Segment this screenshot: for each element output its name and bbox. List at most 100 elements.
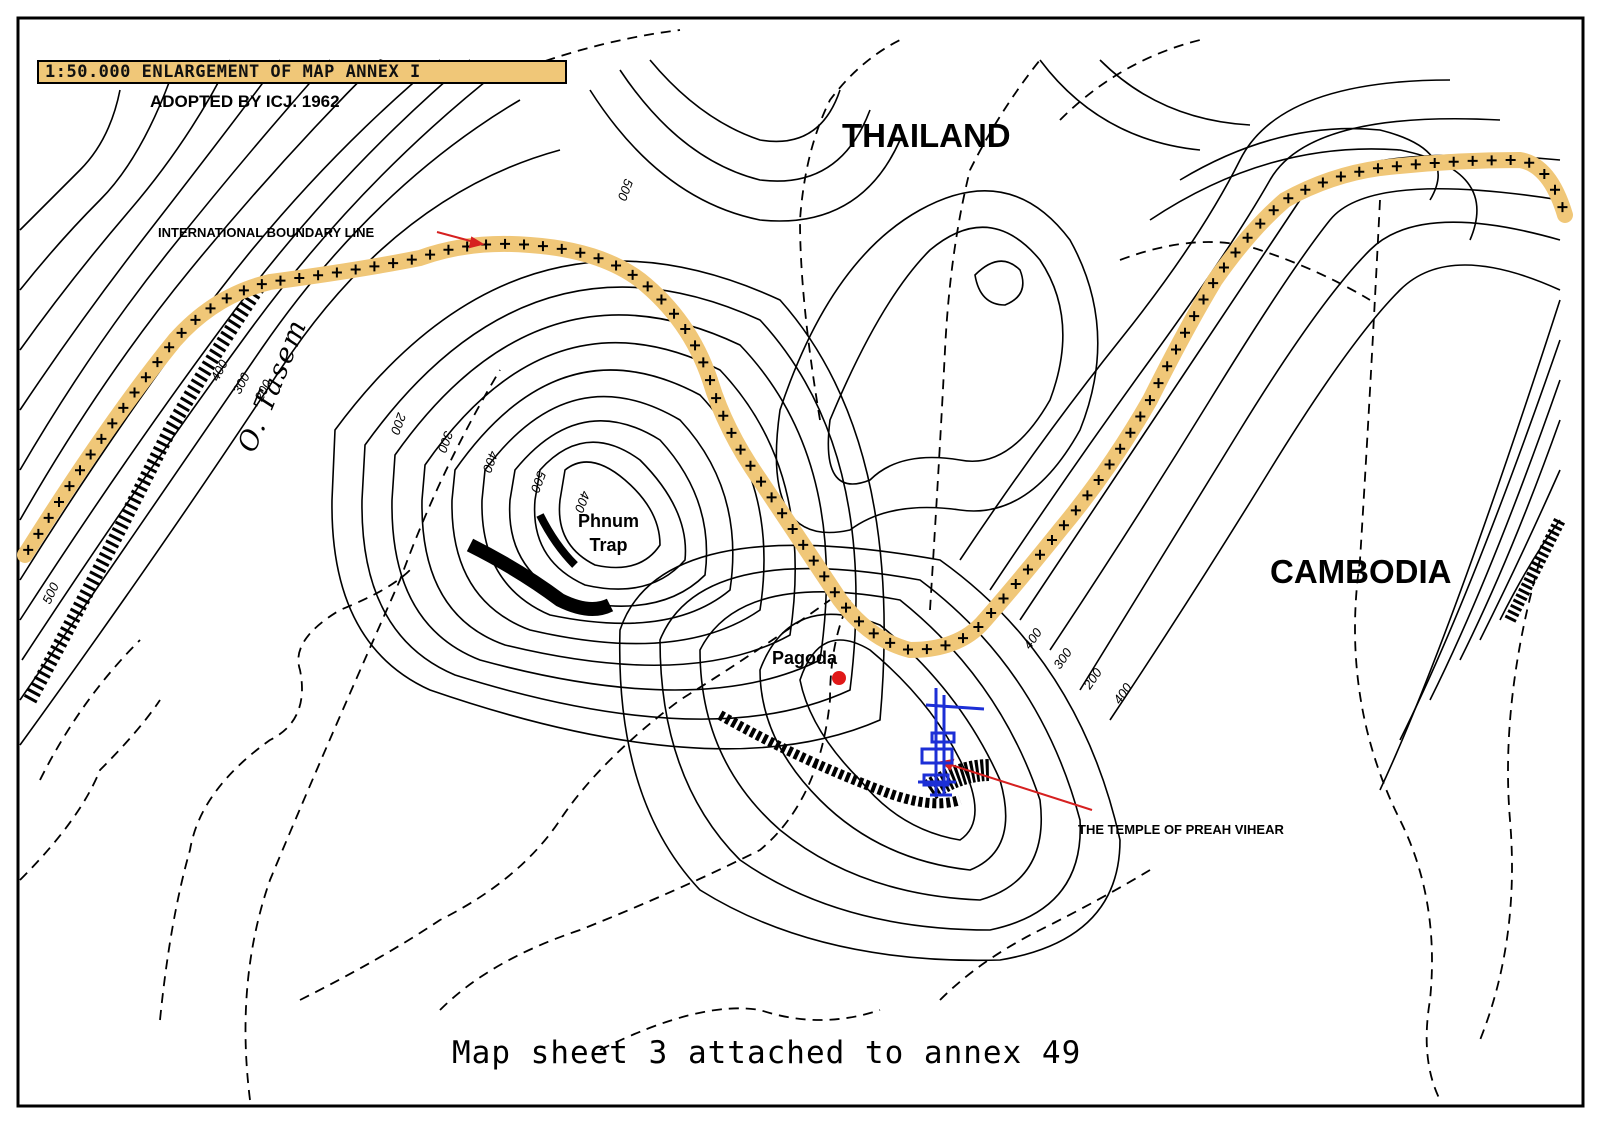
boundary-cross — [350, 264, 361, 275]
boundary-cross — [726, 427, 737, 438]
adopted-label: ADOPTED BY ICJ. 1962 — [150, 92, 340, 111]
boundary-cross — [107, 418, 118, 429]
boundary-cross — [406, 254, 417, 265]
boundary-cross — [190, 314, 201, 325]
contour-lines — [19, 59, 1561, 962]
boundary-cross — [958, 633, 969, 644]
temple-arrow — [947, 763, 1093, 811]
boundary-cross — [33, 528, 44, 539]
boundary-cross — [43, 512, 54, 523]
boundary-cross — [1198, 294, 1209, 305]
boundary-cross — [556, 243, 567, 254]
boundary-cross — [1022, 564, 1033, 575]
boundary-cross — [54, 496, 65, 507]
boundary-cross — [854, 616, 865, 627]
boundary-cross — [1255, 218, 1266, 229]
boundary-cross — [1335, 171, 1346, 182]
boundary-cross — [1046, 535, 1057, 546]
boundary-cross — [575, 247, 586, 258]
boundary-cross — [256, 279, 267, 290]
boundary-cross — [680, 324, 691, 335]
boundary-cross — [1524, 157, 1535, 168]
pagoda-marker — [832, 671, 846, 685]
boundary-cross — [656, 294, 667, 305]
boundary-cross — [176, 327, 187, 338]
boundary-cross — [118, 402, 129, 413]
boundary-arrow-head — [468, 236, 485, 249]
boundary-cross — [1135, 411, 1146, 422]
boundary-cross — [1125, 427, 1136, 438]
boundary-cross — [986, 607, 997, 618]
boundary-cross — [1300, 184, 1311, 195]
boundary-cross — [1189, 311, 1200, 322]
boundary-cross — [23, 544, 34, 555]
boundary-cross — [294, 272, 305, 283]
boundary-cross — [885, 637, 896, 648]
boundary-cross — [425, 249, 436, 260]
boundary-cross — [388, 258, 399, 269]
map-title-banner: 1:50.000 ENLARGEMENT OF MAP ANNEX I — [37, 60, 567, 84]
country-label-cambodia: CAMBODIA — [1270, 553, 1452, 590]
contour-label: 400 — [479, 449, 501, 475]
boundary-cross — [1218, 262, 1229, 273]
contour-label: 200 — [387, 410, 409, 437]
boundary-cross — [238, 285, 249, 296]
country-label-thailand: THAILAND — [842, 117, 1011, 154]
boundary-cross — [711, 393, 722, 404]
boundary-cross — [798, 539, 809, 550]
boundary-cross — [537, 241, 548, 252]
boundary-cross — [1010, 579, 1021, 590]
boundary-cross — [690, 340, 701, 351]
boundary-cross — [519, 239, 530, 250]
boundary-cross — [627, 269, 638, 280]
boundary-cross — [1104, 459, 1115, 470]
boundary-cross-marks — [23, 155, 1568, 655]
boundary-cross — [1505, 155, 1516, 166]
boundary-cross — [221, 293, 232, 304]
boundary-cross — [1115, 443, 1126, 454]
boundary-cross — [766, 492, 777, 503]
boundary-cross — [593, 253, 604, 264]
boundary-cross — [500, 238, 511, 249]
boundary-cross — [1410, 159, 1421, 170]
boundary-cross — [1467, 155, 1478, 166]
boundary-cross — [902, 644, 913, 655]
boundary-cross — [1144, 395, 1155, 406]
boundary-cross — [1208, 278, 1219, 289]
boundary-cross — [1171, 344, 1182, 355]
mountain-label-line2: Trap — [589, 535, 628, 555]
contour-label: 200 — [1080, 665, 1106, 693]
boundary-cross — [787, 524, 798, 535]
boundary-cross — [998, 593, 1009, 604]
boundary-cross — [745, 460, 756, 471]
international-boundary-line — [17, 151, 1573, 659]
boundary-cross — [1230, 247, 1241, 258]
boundary-cross — [1539, 169, 1550, 180]
boundary-cross — [669, 308, 680, 319]
contour-label: 300 — [434, 429, 456, 455]
boundary-cross — [1372, 163, 1383, 174]
boundary-cross — [1268, 205, 1279, 216]
boundary-cross — [868, 628, 879, 639]
boundary-line-label: INTERNATIONAL BOUNDARY LINE — [158, 225, 375, 240]
temple-of-preah-vihear-plan — [918, 688, 985, 797]
boundary-cross — [275, 275, 286, 286]
boundary-cross — [735, 444, 746, 455]
boundary-cross — [1242, 232, 1253, 243]
boundary-cross — [829, 587, 840, 598]
mountain-label-line1: Phnum — [578, 511, 639, 531]
boundary-cross — [718, 410, 729, 421]
boundary-cross — [1391, 161, 1402, 172]
contour-label: 500 — [614, 177, 636, 203]
boundary-cross — [1354, 166, 1365, 177]
boundary-cross — [1557, 202, 1568, 213]
mountain-label: Phnum Trap — [578, 509, 639, 557]
boundary-cross — [1317, 177, 1328, 188]
contour-label: 400 — [571, 489, 593, 515]
map-sheet-footer: Map sheet 3 attached to annex 49 — [452, 1035, 1082, 1071]
boundary-cross — [1058, 520, 1069, 531]
boundary-cross — [1429, 157, 1440, 168]
contour-label: 300 — [1050, 645, 1075, 672]
boundary-cross — [74, 465, 85, 476]
boundary-cross — [64, 481, 75, 492]
